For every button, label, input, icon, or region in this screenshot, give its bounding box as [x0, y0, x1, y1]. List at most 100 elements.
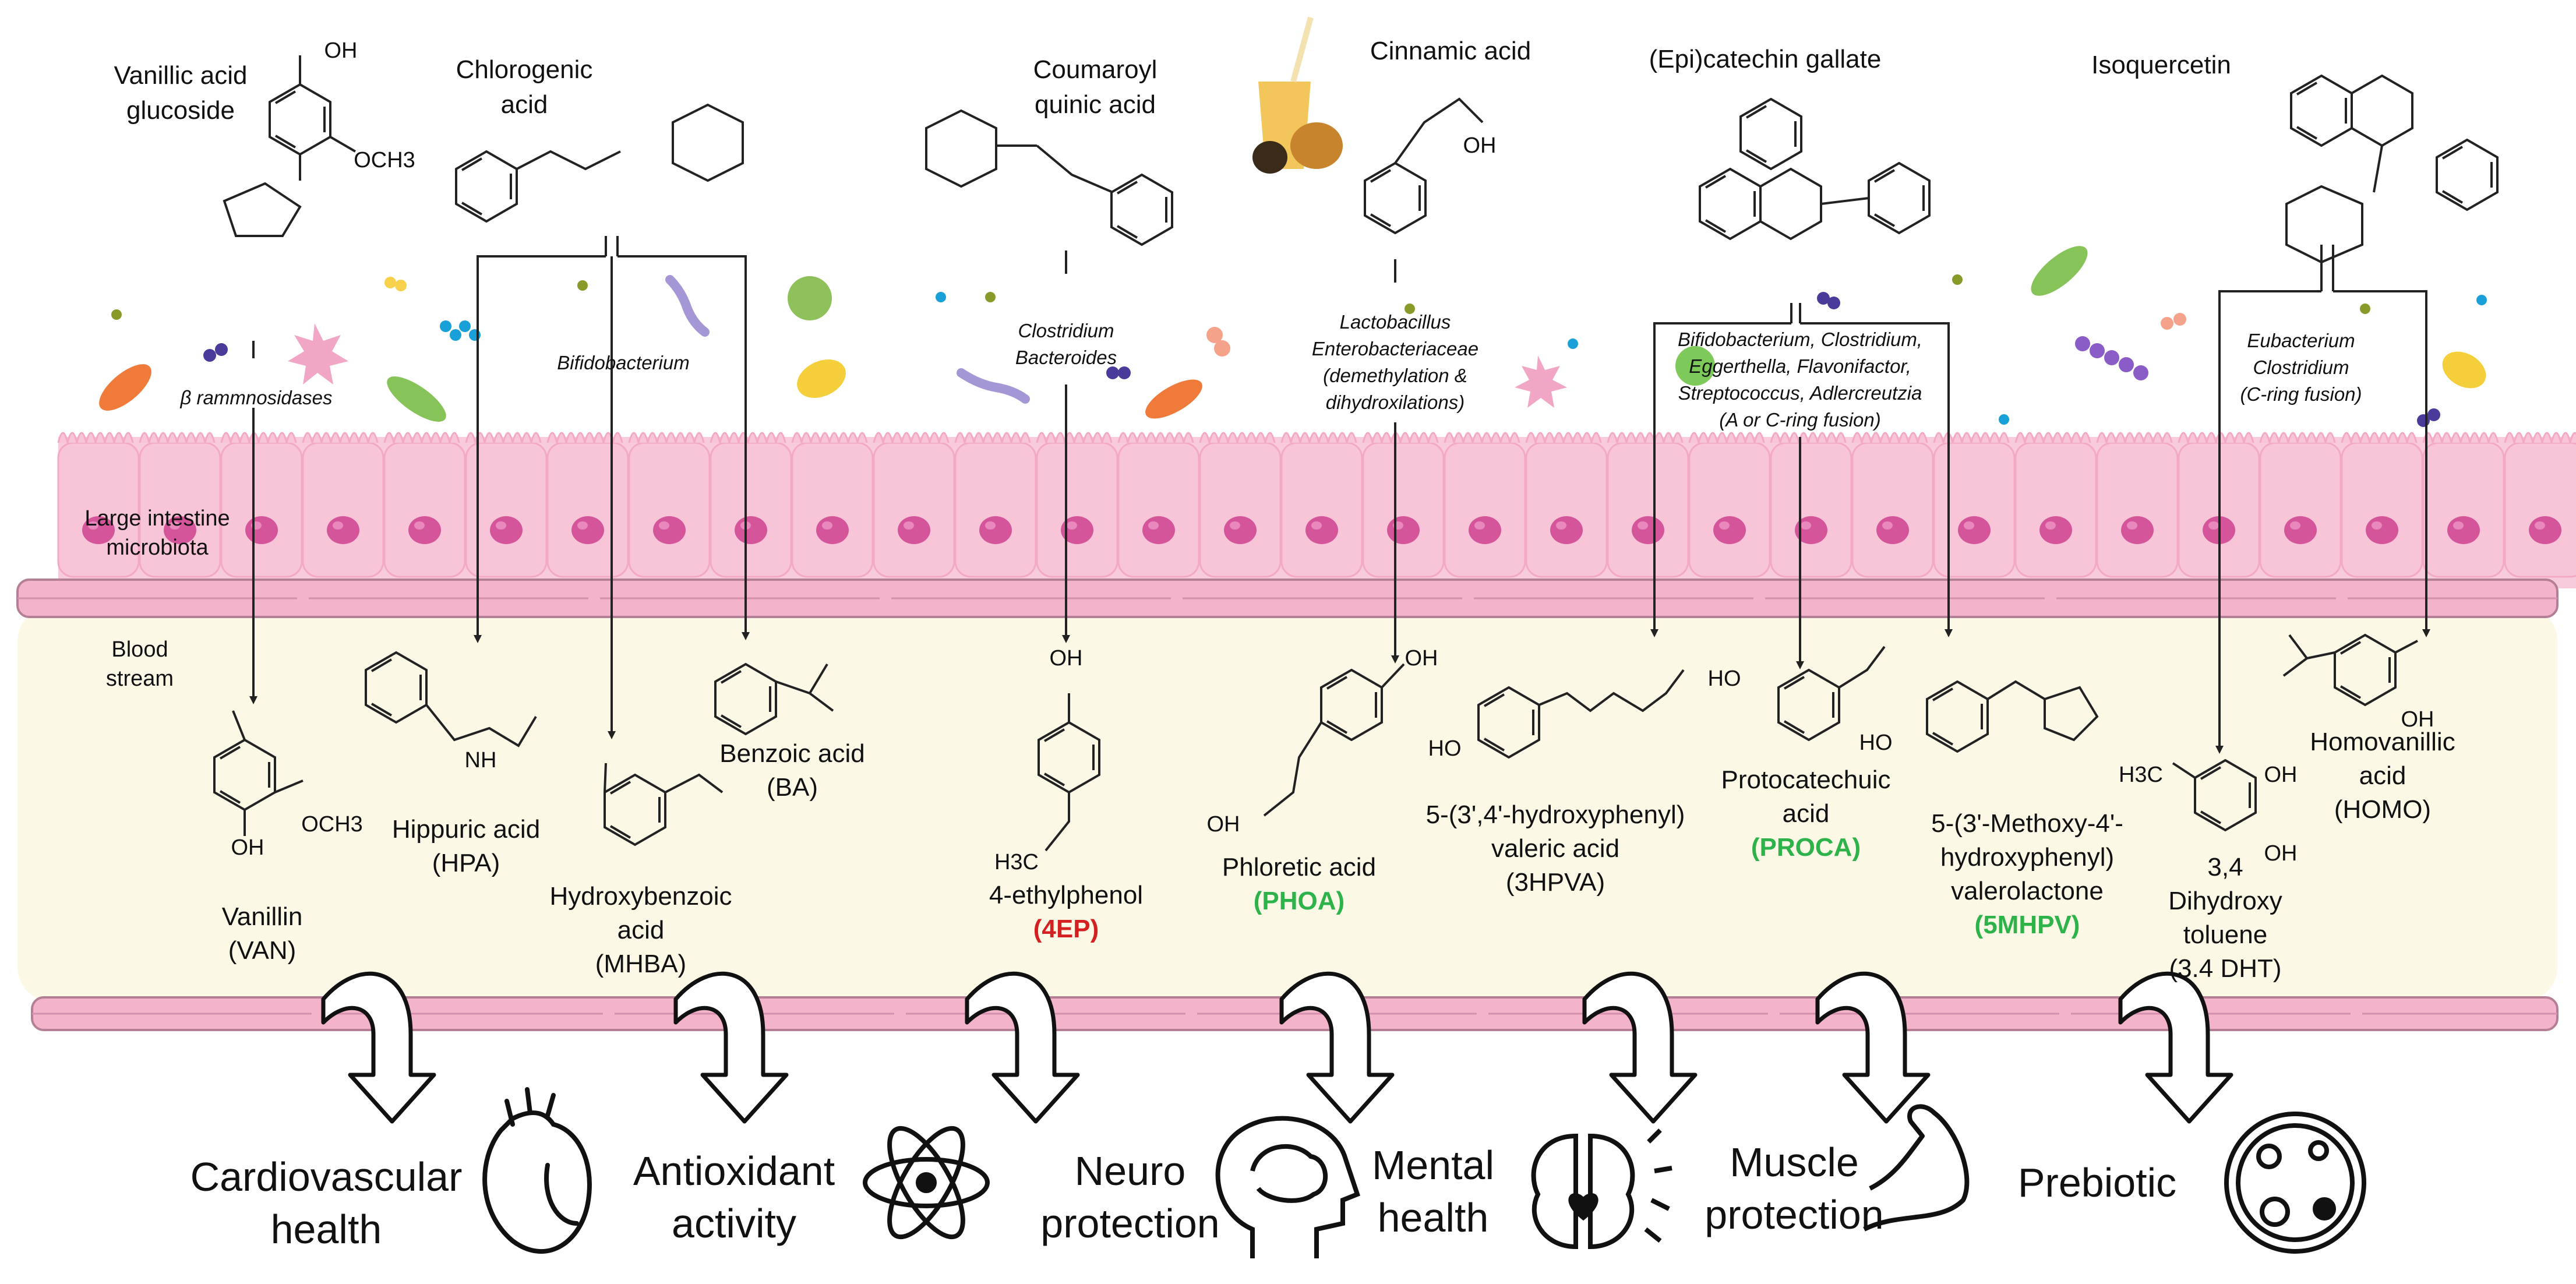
atom-label: HO: [1707, 666, 1741, 691]
5mhpv-structure: [1926, 680, 2099, 753]
metabolite-abbr: (PROCA): [1751, 833, 1861, 862]
metabolite-abbr: (3.4 DHT): [2169, 954, 2282, 983]
metabolite-name: Homovanillic acid: [2310, 728, 2455, 790]
metabolite-hippuric-acid: Hippuric acid (HPA): [379, 813, 553, 880]
benefit-mental-health: Mental health: [1371, 1142, 1495, 1240]
blood-stream-label: Blood stream: [105, 637, 174, 691]
atom-label: OH: [1463, 133, 1497, 158]
metabolite-hydroxybenzoic-acid: Hydroxybenzoic acid (MHBA): [542, 880, 740, 981]
atom-label: OH: [2264, 841, 2298, 866]
microbe-label-vanillic: β rammnosidases: [180, 387, 333, 408]
hydroxybenzoic-acid-structure: [604, 763, 724, 846]
hippuric-acid-structure: [365, 651, 537, 747]
microbes-decoration: [99, 246, 2487, 427]
metabolite-name: 5-(3',4'-hydroxyphenyl) valeric acid: [1425, 800, 1685, 863]
brain-heart-icon: [1531, 1128, 1672, 1250]
precursor-epicatechin-gallate: (Epi)catechin gallate: [1649, 45, 1882, 73]
metabolite-name: Vanillin: [221, 902, 303, 931]
atom-label: OH: [1206, 812, 1240, 837]
isoquercetin-structure: [2285, 74, 2499, 264]
metabolite-name: Benzoic acid: [719, 739, 865, 768]
metabolite-5mhpv: 5-(3'-Methoxy-4'- hydroxyphenyl) valerol…: [1911, 807, 2144, 942]
precursor-cinnamic-acid: Cinnamic acid: [1370, 37, 1532, 65]
metabolite-name: 4-ethylphenol: [989, 881, 1144, 909]
4-ethylphenol-structure: [1038, 693, 1100, 852]
dihydroxytoluene-structure: [2172, 759, 2257, 831]
metabolite-4-ethylphenol: 4-ethylphenol (4EP): [967, 879, 1165, 946]
atom-label: HO: [1428, 736, 1462, 761]
microbe-label-cinnamic: Lactobacillus Enterobacteriaceae (demeth…: [1311, 311, 1479, 413]
precursor-isoquercetin: Isoquercetin: [2091, 51, 2231, 79]
phloretic-acid-structure: [1263, 663, 1405, 817]
large-intestine-label: Large intestine microbiota: [84, 506, 230, 560]
vanillin-structure: [213, 710, 304, 836]
food-illustration: [1252, 16, 1343, 174]
epicatechin-gallate-structure: [1699, 98, 1931, 241]
atom-label: OH: [1049, 646, 1083, 671]
atom-label: OH: [231, 835, 264, 860]
metabolite-name: Protocatechuic acid: [1721, 766, 1891, 828]
atom-label: OCH3: [354, 148, 415, 172]
atom-label: OCH3: [301, 812, 363, 837]
benzoic-acid-structure: [714, 663, 834, 735]
metabolite-abbr: (MHBA): [595, 950, 687, 978]
precursor-chlorogenic-acid: Chlorogenic acid: [456, 55, 593, 119]
atom-icon: [863, 1126, 990, 1240]
microbe-label-chlorogenic: Bifidobacterium: [557, 352, 690, 373]
homovanillic-acid-structure: [2282, 634, 2418, 706]
microbe-label-isoquercetin: Eubacterium Clostridium (C-ring fusion): [2240, 330, 2362, 405]
chlorogenic-acid-structure: [455, 103, 744, 223]
metabolite-phloretic-acid: Phloretic acid (PHOA): [1206, 851, 1392, 918]
metabolite-vanillin: Vanillin (VAN): [192, 900, 332, 968]
metabolite-abbr: (PHOA): [1253, 887, 1345, 915]
benefit-muscle-protection: Muscle protection: [1705, 1140, 1884, 1237]
atom-label: OH: [2401, 707, 2434, 732]
metabolite-name: 3,4 Dihydroxy toluene: [2168, 853, 2282, 949]
microbe-label-epicatechin: Bifidobacterium, Clostridium, Eggerthell…: [1678, 329, 1922, 431]
3hpva-structure: [1477, 669, 1685, 759]
pathway-arrows: [249, 236, 2430, 754]
cinnamic-acid-structure: [1364, 97, 1484, 234]
blood-stream-area: [17, 606, 2557, 1002]
petri-dish-icon: [2224, 1112, 2366, 1254]
metabolite-3hpva: 5-(3',4'-hydroxyphenyl) valeric acid (3H…: [1416, 798, 1695, 899]
atom-label: OH: [324, 38, 358, 63]
metabolite-abbr: (HPA): [432, 849, 500, 877]
atom-label: H3C: [2118, 763, 2164, 787]
metabolite-name: 5-(3'-Methoxy-4'- hydroxyphenyl) valerol…: [1931, 809, 2123, 905]
metabolite-dihydroxytoluene: 3,4 Dihydroxy toluene (3.4 DHT): [2138, 851, 2313, 986]
metabolite-abbr: (5MHPV): [1974, 911, 2080, 939]
metabolite-benzoic-acid: Benzoic acid (BA): [705, 737, 880, 805]
precursor-coumaroyl-quinic-acid: Coumaroyl quinic acid: [1033, 55, 1158, 119]
intestinal-epithelium: [16, 432, 2576, 618]
metabolite-abbr: (VAN): [228, 936, 297, 965]
benefit-neuro-protection: Neuro protection: [1040, 1148, 1220, 1246]
metabolite-homovanillic-acid: Homovanillic acid (HOMO): [2289, 725, 2476, 827]
flexed-arm-icon: [1863, 1104, 1970, 1232]
benefit-prebiotic: Prebiotic: [2017, 1160, 2177, 1205]
microbe-label-coumaroyl: Clostridium Bacteroides: [1015, 320, 1117, 368]
atom-label: H3C: [994, 850, 1039, 874]
metabolite-name: Hydroxybenzoic acid: [549, 882, 732, 944]
metabolite-name: Phloretic acid: [1222, 853, 1377, 881]
brain-head-icon: [1215, 1116, 1360, 1258]
metabolite-protocatechuic-acid: Protocatechuic acid (PROCA): [1707, 763, 1905, 865]
atom-label: HO: [1859, 731, 1893, 755]
metabolite-abbr: (BA): [767, 773, 818, 802]
benefit-cardiovascular-health: Cardiovascular health: [190, 1154, 463, 1252]
metabolite-abbr: (4EP): [1033, 915, 1099, 943]
atom-label: OH: [1405, 646, 1438, 671]
metabolite-abbr: (HOMO): [2334, 795, 2432, 824]
metabolite-abbr: (3HPVA): [1505, 868, 1605, 897]
metabolite-name: Hippuric acid: [391, 815, 541, 844]
coumaroyl-quinic-acid-structure: [925, 109, 1173, 246]
benefit-antioxidant-activity: Antioxidant activity: [633, 1148, 835, 1246]
vanillic-acid-glucoside-structure: [223, 55, 357, 237]
atom-label: NH: [464, 748, 497, 772]
precursor-vanillic-acid-glucoside: Vanillic acid glucoside: [114, 61, 248, 125]
heart-icon: [482, 1087, 592, 1254]
protocatechuic-acid-structure: [1777, 645, 1886, 741]
atom-label: OH: [2264, 763, 2298, 787]
